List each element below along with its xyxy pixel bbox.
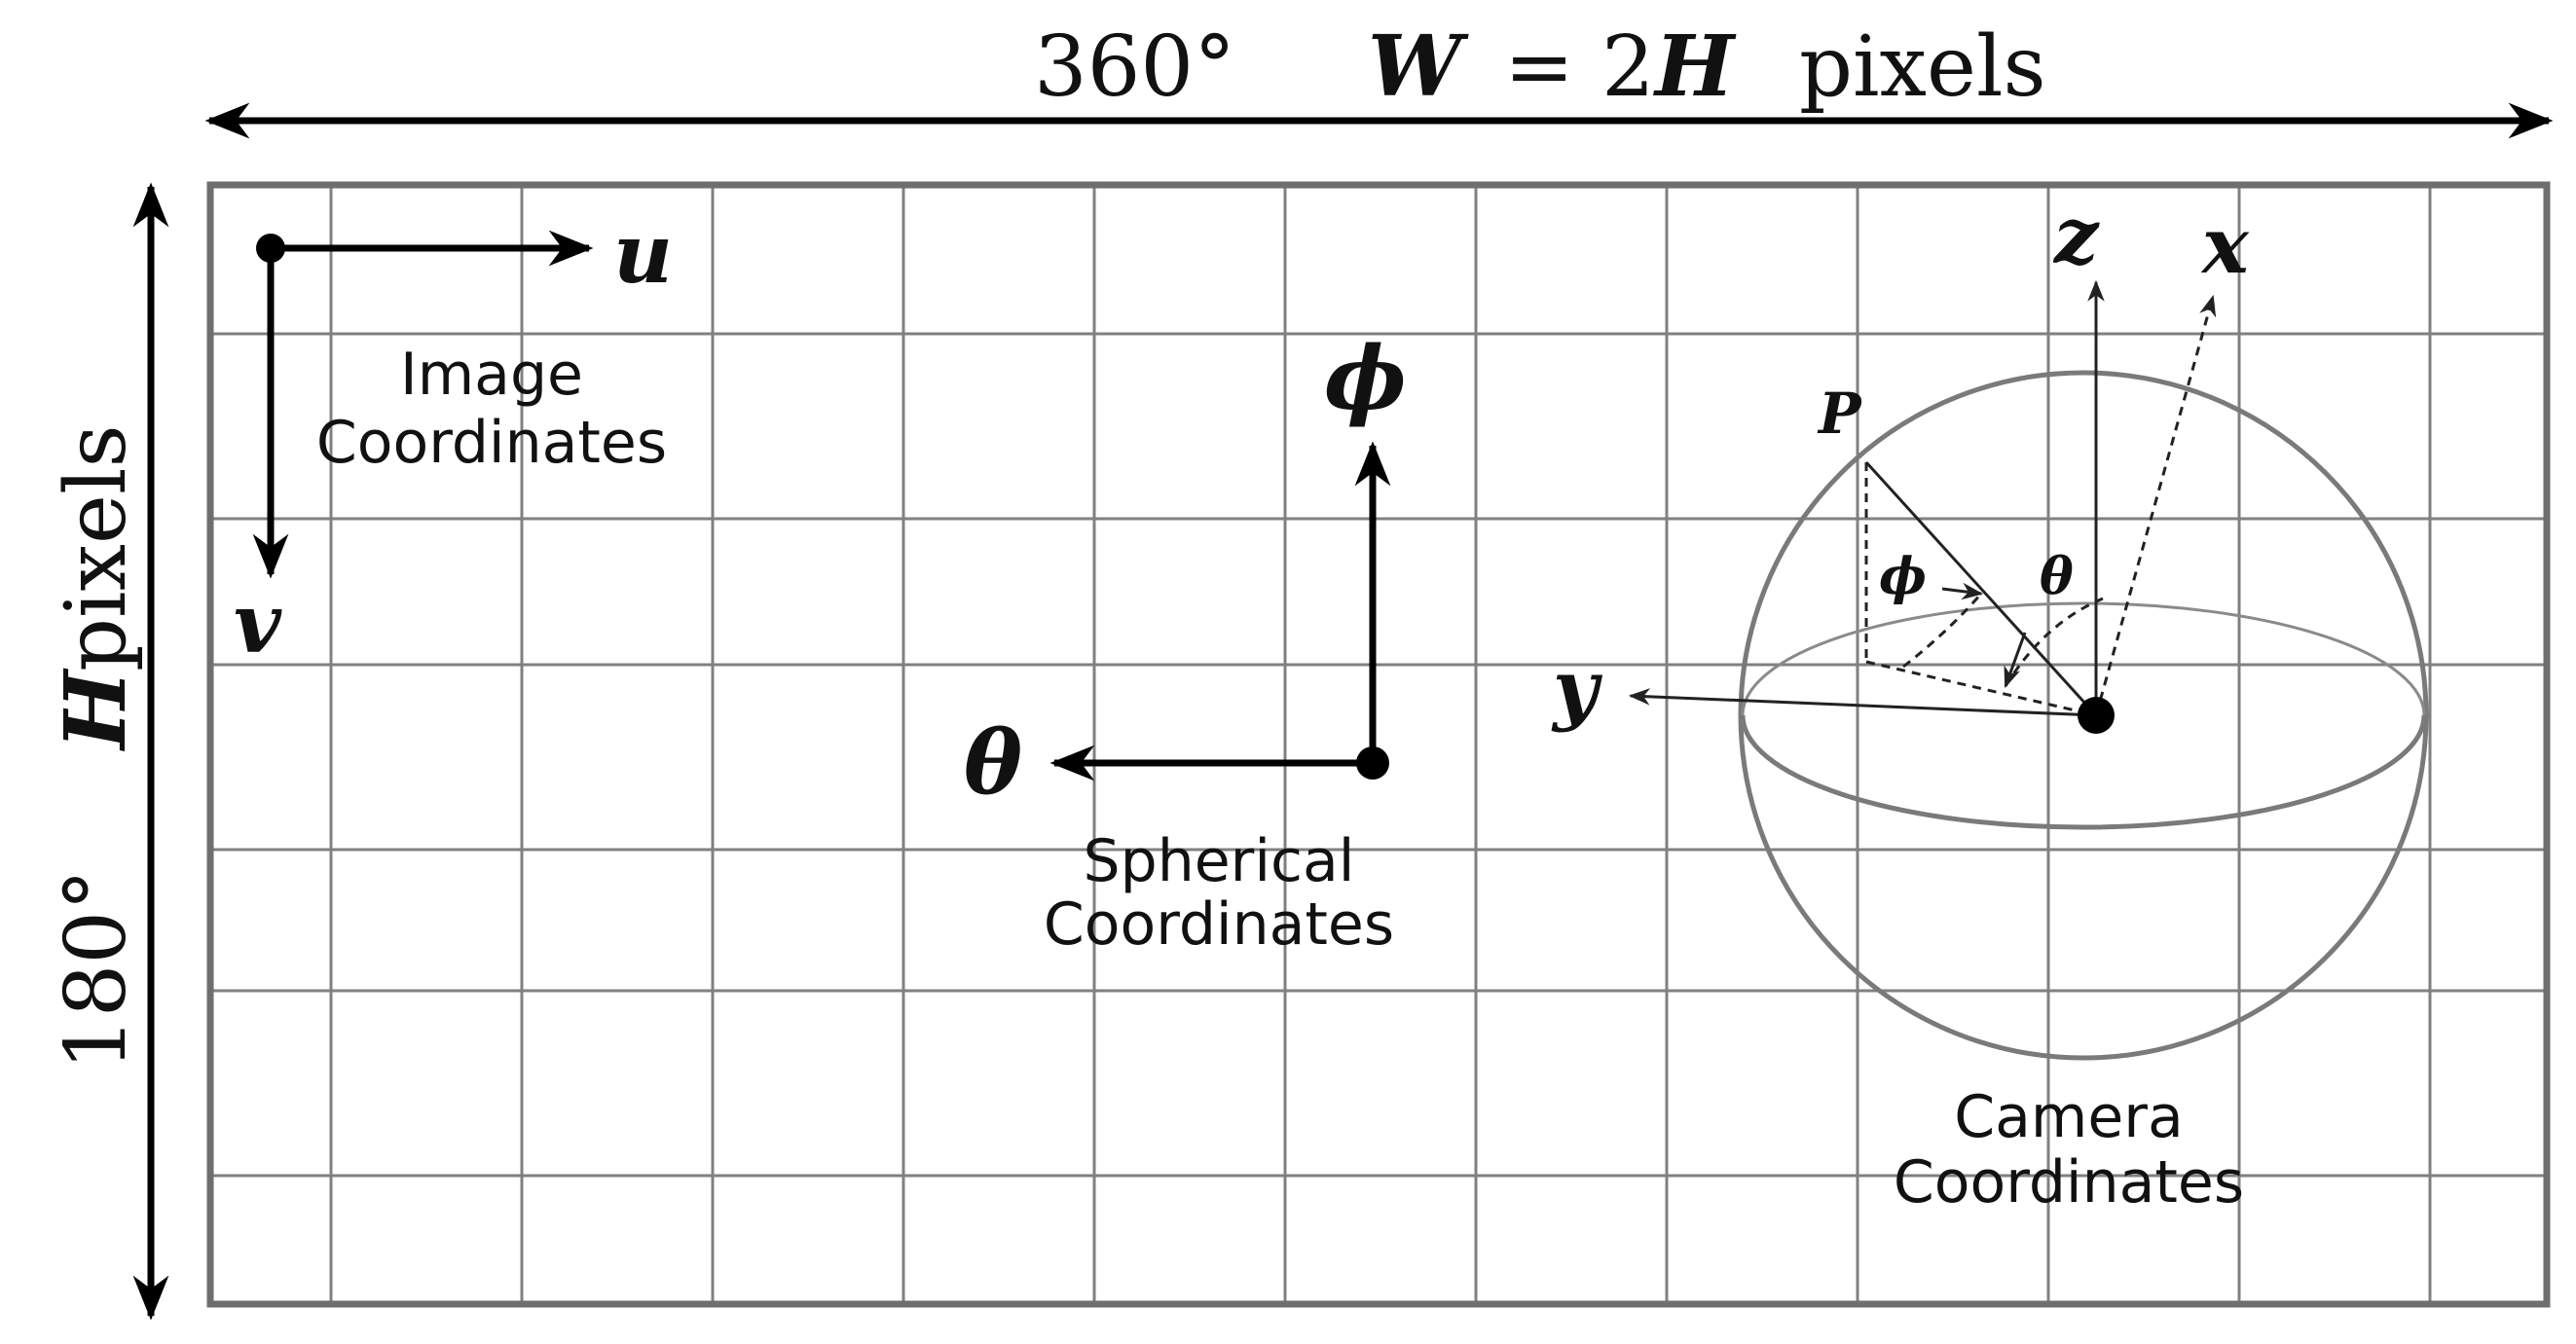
- top-dimension: 360° W = 2 H pixels: [204, 18, 2554, 139]
- left-dimension: 180° H pixels: [47, 182, 169, 1321]
- spherical-coords-label-line2: Coordinates: [1044, 890, 1394, 959]
- p-ground-projection: [1865, 660, 2097, 717]
- camera-y-label: y: [1551, 642, 1603, 734]
- theta-arc-arrow: [2004, 632, 2027, 689]
- equirectangular-grid: [206, 181, 2551, 1308]
- image-coords-label-line1: Image: [400, 341, 583, 409]
- phi-label: ϕ: [1324, 327, 1407, 430]
- camera-coords-label-line1: Camera: [1954, 1083, 2183, 1151]
- spherical-coords-label-line1: Spherical: [1084, 827, 1355, 895]
- camera-coordinates: z x y P ϕ θ Camera Coordinates: [1551, 190, 2429, 1217]
- theta-label: θ: [964, 711, 1022, 815]
- camera-y-axis: [1628, 688, 2097, 717]
- camera-coords-label-line2: Coordinates: [1894, 1148, 2244, 1217]
- width-formula-eq: =: [1504, 18, 1574, 116]
- width-formula-var: H: [1652, 18, 1737, 116]
- v-label: v: [234, 575, 282, 672]
- width-unit: pixels: [1799, 18, 2046, 116]
- image-coords-label-line2: Coordinates: [316, 409, 667, 477]
- camera-theta-label: θ: [2040, 547, 2074, 606]
- spherical-coordinates: ϕ θ Spherical Coordinates: [964, 327, 1407, 959]
- height-degrees: 180°: [48, 869, 145, 1071]
- sphere-equator-back: [1741, 601, 2426, 716]
- phi-arc-arrow: [1941, 582, 1984, 600]
- height-unit: pixels: [48, 424, 145, 672]
- camera-z-label: z: [2052, 190, 2100, 281]
- u-label: u: [613, 205, 673, 302]
- width-formula-lhs: W: [1368, 18, 1469, 116]
- image-frame: [206, 181, 2551, 1308]
- phi-angle-arc: [1902, 593, 1983, 669]
- point-p-label: P: [1817, 381, 1862, 447]
- sphere-equator-front: [1740, 714, 2427, 830]
- camera-phi-label: ϕ: [1879, 547, 1927, 606]
- height-var: H: [47, 668, 145, 752]
- width-degrees: 360°: [1034, 18, 1235, 116]
- image-coordinates: u v Image Coordinates: [234, 205, 673, 672]
- width-formula-num: 2: [1601, 18, 1655, 116]
- camera-x-label: x: [2200, 200, 2250, 291]
- camera-origin-dot: [2078, 697, 2115, 734]
- camera-x-axis: [2094, 294, 2217, 716]
